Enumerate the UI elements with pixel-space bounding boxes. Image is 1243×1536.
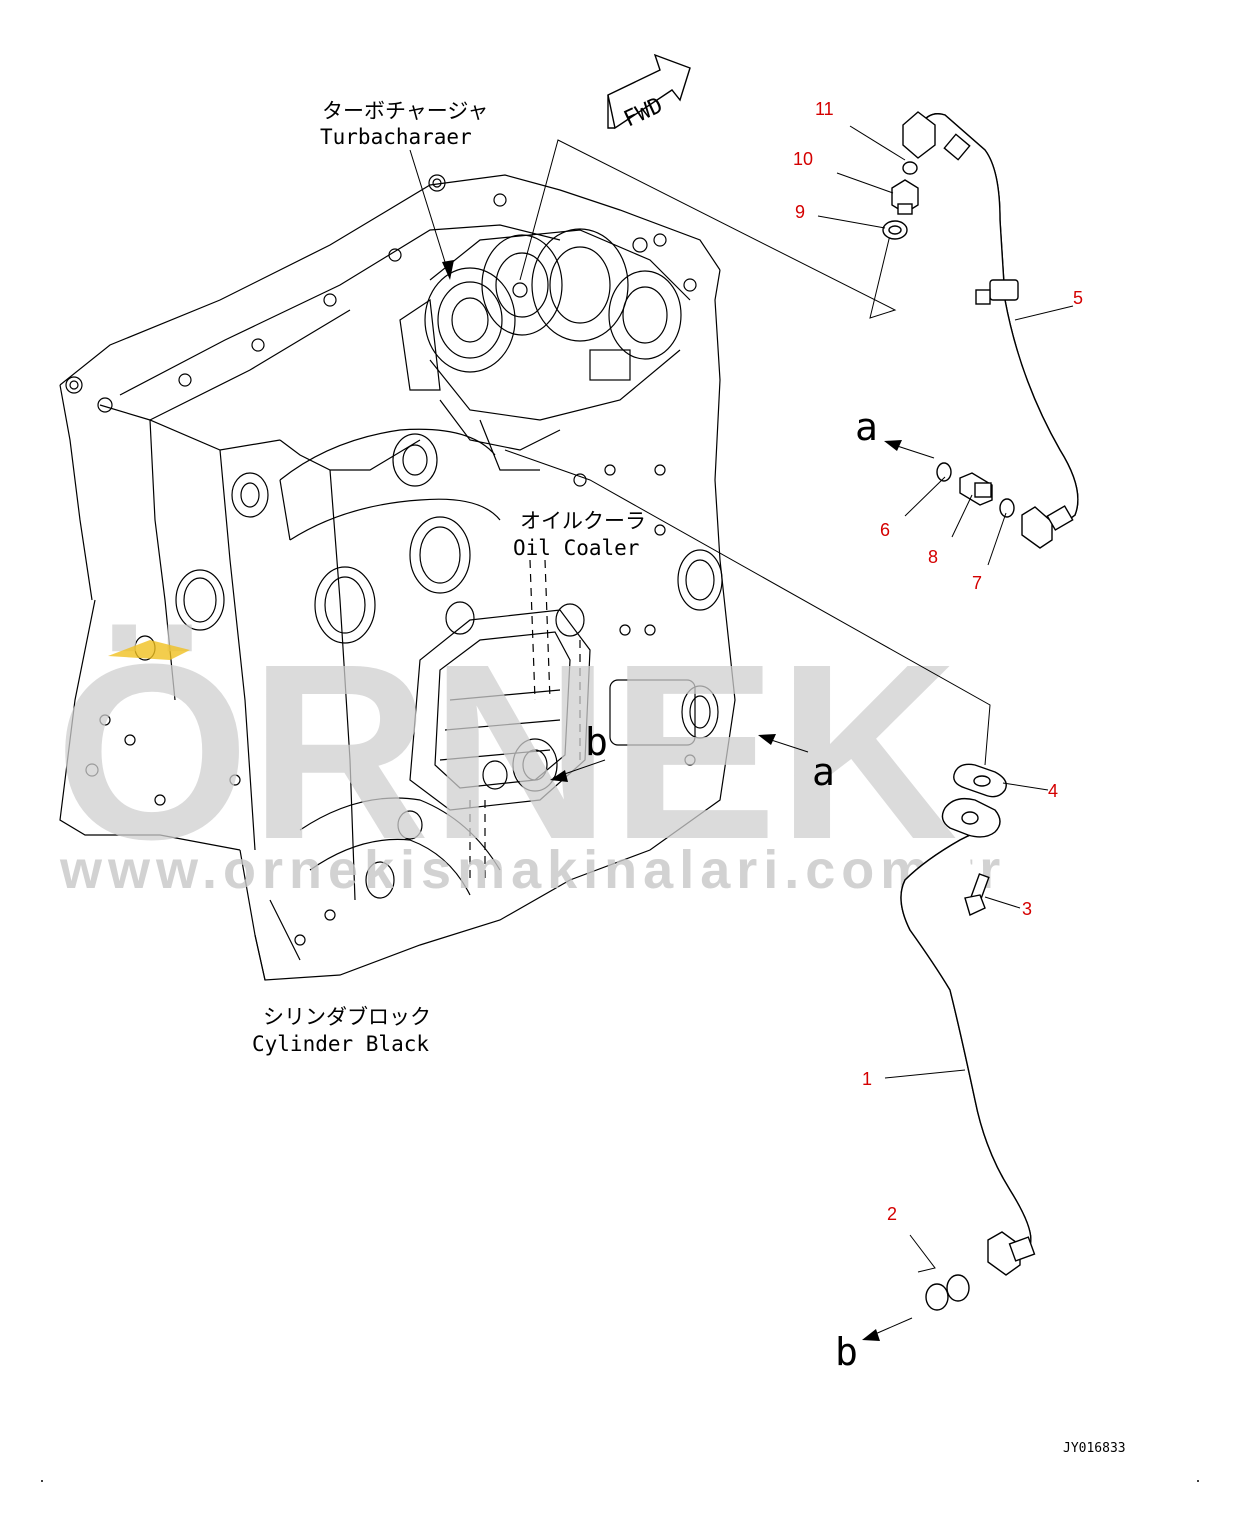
- part-8-connector: [959, 472, 993, 506]
- turbocharger-label-en: Turbacharaer: [320, 125, 472, 149]
- oil-cooler-label-en: Oil Coaler: [513, 536, 639, 560]
- ref-a-label-block: a: [812, 750, 835, 794]
- oil-cooler-label-jp: オイルクーラ: [520, 509, 646, 533]
- cylinder-block-label-jp: シリンダブロック: [263, 1005, 431, 1029]
- part-3-bolt: [964, 873, 990, 916]
- fwd-arrow: FWD: [607, 53, 691, 132]
- part-10-connector: [891, 179, 919, 215]
- engine-block-drawing: [59, 174, 736, 981]
- part-5-oil-feed-hose: [902, 111, 1079, 549]
- corner-dot-left: [41, 1480, 43, 1482]
- part-9-gasket: [882, 220, 908, 240]
- ref-a-label-parts: a: [855, 405, 878, 449]
- callout-1: 1: [862, 1069, 872, 1089]
- cylinder-block-label-en: Cylinder Black: [252, 1032, 429, 1056]
- callout-4: 4: [1048, 781, 1058, 801]
- callout-3: 3: [1022, 899, 1032, 919]
- part-11-o-ring: [902, 161, 918, 175]
- part-2-bracket: [909, 1234, 936, 1273]
- turbo-feed-guide-line: [519, 139, 897, 319]
- callout-10: 10: [793, 149, 813, 169]
- oil-return-guide-line: [504, 449, 991, 766]
- turbocharger-drawing: [399, 228, 697, 471]
- part-4-gasket: [953, 763, 1007, 798]
- callout-leaders: [817, 125, 1074, 1079]
- callout-8: 8: [928, 547, 938, 567]
- part-7-o-ring: [999, 498, 1015, 518]
- drawing-code: JY016833: [1063, 1441, 1126, 1456]
- ref-b-label-block: b: [585, 720, 608, 764]
- watermark-url: www.ornekismakinalari.com.tr: [59, 840, 1006, 900]
- part-1-oil-return-tube: [900, 797, 1036, 1276]
- part-number-callouts: 11 10 9 5 6 8 7 4 3 1 2: [793, 99, 1083, 1224]
- callout-11: 11: [815, 99, 834, 119]
- callout-7: 7: [972, 573, 982, 593]
- watermark: ÖRNEK www.ornekismakinalari.com.tr: [55, 612, 1006, 900]
- callout-5: 5: [1073, 288, 1083, 308]
- turbocharger-leader-arrow: [442, 260, 454, 280]
- watermark-accent-mark: [108, 640, 190, 660]
- ref-b-label-parts: b: [835, 1330, 858, 1374]
- turbocharger-leader: [409, 149, 451, 279]
- corner-dot-right: [1197, 1480, 1199, 1482]
- turbocharger-label-jp: ターボチャージャ: [322, 99, 488, 123]
- part-6-o-ring: [936, 462, 952, 482]
- callout-9: 9: [795, 202, 805, 222]
- callout-6: 6: [880, 520, 890, 540]
- callout-2: 2: [887, 1204, 897, 1224]
- part-2-o-rings: [925, 1274, 970, 1311]
